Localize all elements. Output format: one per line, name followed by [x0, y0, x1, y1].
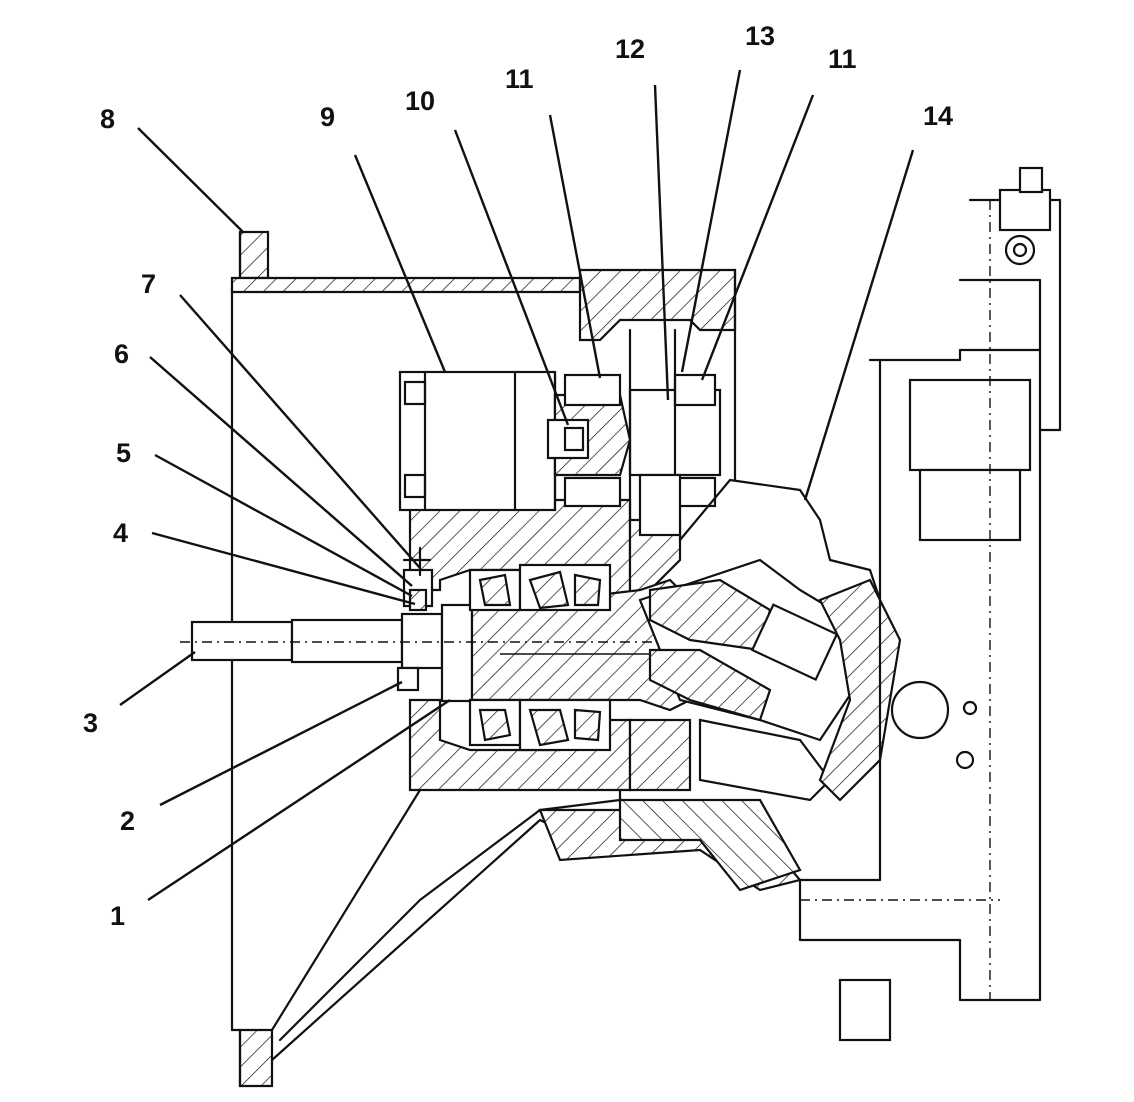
- leader-11b: [700, 94, 815, 381]
- callout-6: 6: [114, 339, 129, 369]
- leader-6: [149, 356, 413, 587]
- leader-2: [159, 680, 403, 807]
- callout-7: 7: [141, 269, 156, 299]
- callout-11a: 11: [505, 64, 534, 94]
- leader-14: [803, 149, 915, 501]
- callout-labels: 1 2 3 4 5 6 7 8 9 10 11 12 13 11 14: [83, 21, 953, 931]
- leader-5: [154, 453, 413, 598]
- callout-3: 3: [83, 708, 98, 738]
- shaft-seal-package: [396, 546, 434, 692]
- callout-14: 14: [923, 101, 953, 131]
- drive-shaft: [180, 578, 700, 712]
- callout-9: 9: [320, 102, 335, 132]
- callout-1: 1: [110, 901, 125, 931]
- leader-10: [453, 129, 570, 426]
- leader-13: [680, 69, 742, 373]
- callout-11b: 11: [828, 44, 857, 74]
- leader-11a: [548, 114, 602, 379]
- upper-housing: [230, 268, 737, 482]
- tapered-roller-bearings: [468, 563, 612, 752]
- callout-8: 8: [100, 104, 115, 134]
- callout-5: 5: [116, 438, 131, 468]
- lower-support-rib: [270, 758, 802, 1062]
- callout-4: 4: [113, 518, 128, 548]
- auxiliary-pump: [398, 370, 557, 512]
- callout-13: 13: [745, 21, 775, 51]
- leader-12: [653, 84, 670, 401]
- leader-4: [151, 531, 416, 606]
- callout-10: 10: [405, 86, 435, 116]
- coupling-assembly: [546, 328, 722, 537]
- control-valve-body: [798, 166, 1062, 1042]
- leader-7: [179, 294, 421, 569]
- leader-3: [119, 651, 196, 706]
- leader-lines: [119, 69, 915, 902]
- leader-9: [353, 154, 447, 373]
- leader-1: [147, 698, 451, 902]
- callout-2: 2: [120, 806, 135, 836]
- callout-12: 12: [615, 34, 645, 64]
- leader-8: [137, 127, 244, 233]
